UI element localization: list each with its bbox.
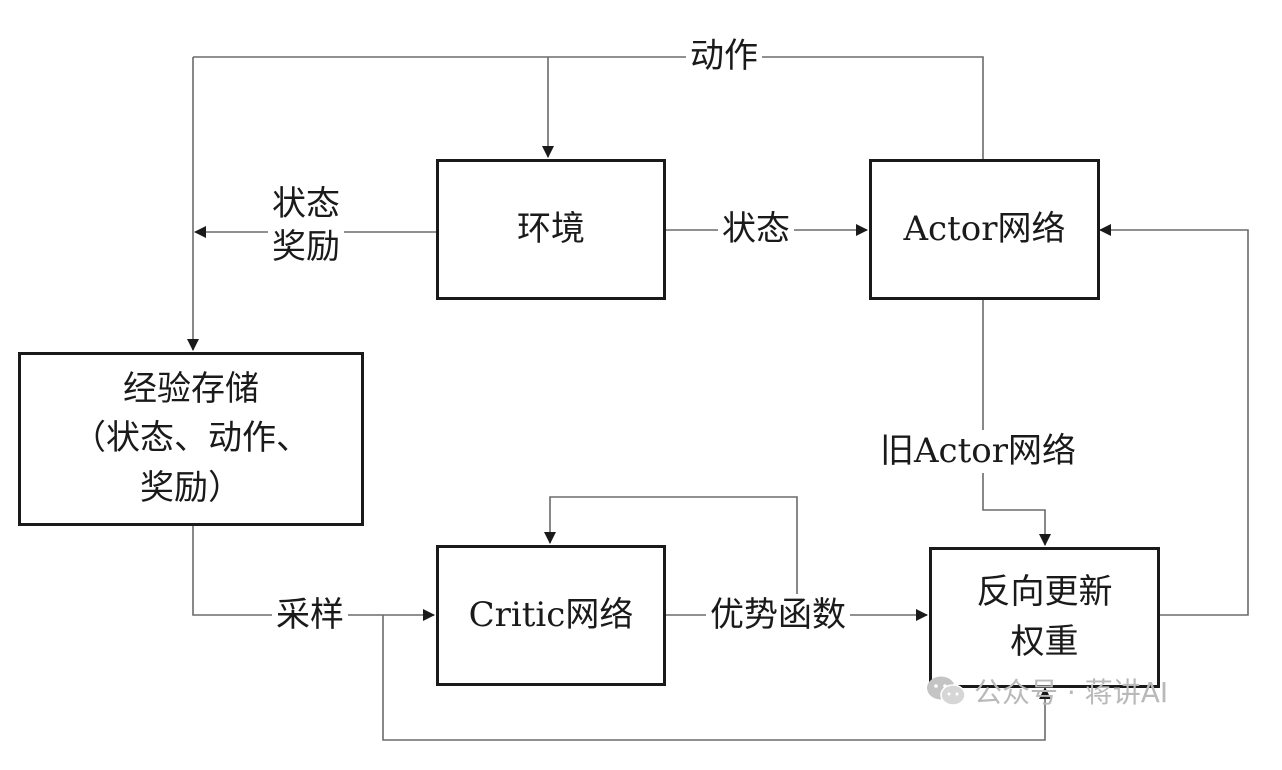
node-critic: Critic网络 [436, 545, 666, 686]
node-actor-label: Actor网络 [903, 208, 1066, 249]
node-actor: Actor网络 [869, 159, 1100, 300]
node-update-label: 反向更新 权重 [976, 572, 1113, 662]
edge-label-state-reward: 状态 奖励 [268, 183, 344, 268]
edge-label-state: 状态 [718, 208, 794, 251]
edge-label-action: 动作 [686, 35, 762, 78]
edge-storage-to-critic [192, 525, 435, 621]
edge-label-sample: 采样 [272, 594, 348, 637]
node-environment-label: 环境 [517, 208, 585, 249]
node-environment: 环境 [436, 159, 666, 300]
wechat-icon [927, 676, 966, 706]
edge-label-advantage: 优势函数 [706, 594, 850, 637]
edge-action-top [193, 56, 984, 160]
node-critic-label: Critic网络 [468, 594, 634, 635]
node-weight-update: 反向更新 权重 [929, 547, 1160, 688]
edge-advantage-to-critic [544, 496, 798, 615]
node-experience-label: 经验存储 （状态、动作、 奖励） [72, 369, 310, 508]
node-experience-storage: 经验存储 （状态、动作、 奖励） [18, 352, 364, 526]
edge-sample-to-update [382, 615, 1051, 741]
edge-label-old-actor: 旧Actor网络 [876, 430, 1080, 473]
watermark-text: 公众号 · 蒋讲AI [974, 676, 1169, 709]
edge-update-to-actor [1099, 224, 1249, 616]
edge-actor-to-update [982, 300, 1051, 546]
watermark: 公众号 · 蒋讲AI [926, 671, 1168, 711]
